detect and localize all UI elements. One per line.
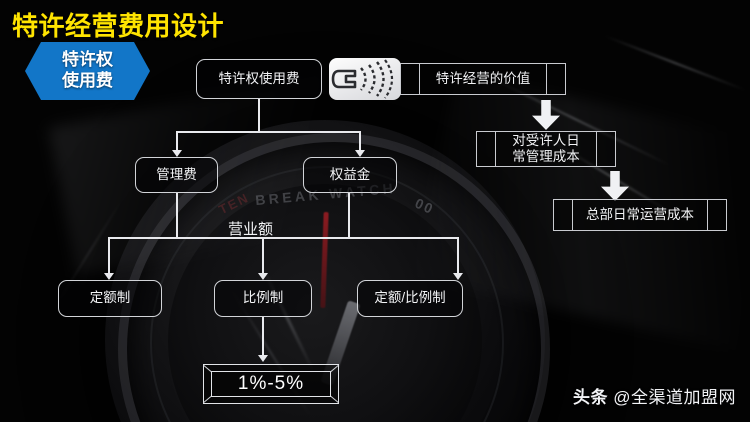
right-node-franchise-value-label: 特许经营的价值 xyxy=(435,70,531,86)
flow-node-fixed-amount-label: 定额制 xyxy=(89,290,131,306)
flow-label-turnover: 营业额 xyxy=(228,221,274,238)
connector-root-down xyxy=(258,99,260,132)
right-node-hq-operating-cost-label: 总部日常运营成本 xyxy=(586,206,694,222)
connector-to-mixed xyxy=(457,237,459,275)
arrow-to-guanlifei xyxy=(172,150,182,157)
broadcast-signal-icon xyxy=(329,58,401,100)
arrow-to-ratio xyxy=(258,273,268,280)
flow-node-mixed-label: 定额/比例制 xyxy=(374,290,446,306)
flow-node-proportional[interactable]: 比例制 xyxy=(214,280,312,317)
label-line-2: 常管理成本 xyxy=(512,149,580,164)
flow-node-management-fee[interactable]: 管理费 xyxy=(135,157,218,193)
cell-left-spacer xyxy=(477,132,496,166)
cell-right-spacer xyxy=(707,200,726,230)
page-title: 特许经营费用设计 xyxy=(12,11,225,41)
flow-node-equity-fee-label: 权益金 xyxy=(329,166,371,182)
arrow-to-mixed xyxy=(453,273,463,280)
cell-right-spacer xyxy=(546,64,565,94)
arrow-to-quanyijin xyxy=(355,150,365,157)
watermark-handle: @全渠道加盟网 xyxy=(613,388,736,407)
flow-node-equity-fee[interactable]: 权益金 xyxy=(303,157,397,193)
connector-ratio-to-result xyxy=(262,317,264,357)
badge-line-1: 特许权 xyxy=(62,50,113,70)
flow-node-management-fee-label: 管理费 xyxy=(156,166,197,182)
right-node-licensee-daily-cost[interactable]: 对受许人日 常管理成本 xyxy=(476,131,616,167)
connector-guanlifei-down xyxy=(176,193,178,238)
connector-to-fixed xyxy=(108,237,110,275)
cell-right-spacer xyxy=(596,132,615,166)
arrow-to-result xyxy=(258,355,268,362)
flow-node-mixed[interactable]: 定额/比例制 xyxy=(357,280,463,317)
connector-to-quanyijin xyxy=(359,131,361,152)
right-node-hq-operating-cost[interactable]: 总部日常运营成本 xyxy=(553,199,727,231)
cell-left-spacer xyxy=(554,200,573,230)
flow-node-fixed-amount[interactable]: 定额制 xyxy=(58,280,162,317)
badge-line-2: 使用费 xyxy=(62,71,113,90)
cell-left-spacer xyxy=(401,64,420,94)
flow-node-root-label: 特许权使用费 xyxy=(218,70,300,86)
connector-to-guanlifei xyxy=(176,131,178,152)
flow-node-result-range-label: 1%-5% xyxy=(211,371,331,397)
right-node-franchise-value[interactable]: 特许经营的价值 xyxy=(400,63,566,95)
arrow-to-fixed xyxy=(104,273,114,280)
connector-level2-bar xyxy=(176,131,360,133)
flow-node-root[interactable]: 特许权使用费 xyxy=(196,59,322,99)
right-node-licensee-daily-cost-label: 对受许人日 常管理成本 xyxy=(496,132,596,166)
label-line-1: 对受许人日 xyxy=(512,132,580,148)
connector-level3-bar xyxy=(108,237,458,239)
watermark-source: 头条 xyxy=(573,388,608,407)
connector-quanyijin-down xyxy=(348,193,350,238)
flow-node-proportional-label: 比例制 xyxy=(242,290,284,306)
flow-node-result-range[interactable]: 1%-5% xyxy=(203,364,339,404)
section-badge-royalty-fee: 特许权 使用费 xyxy=(25,42,150,100)
connector-to-ratio xyxy=(262,237,264,275)
watermark: 头条 @全渠道加盟网 xyxy=(573,383,736,408)
